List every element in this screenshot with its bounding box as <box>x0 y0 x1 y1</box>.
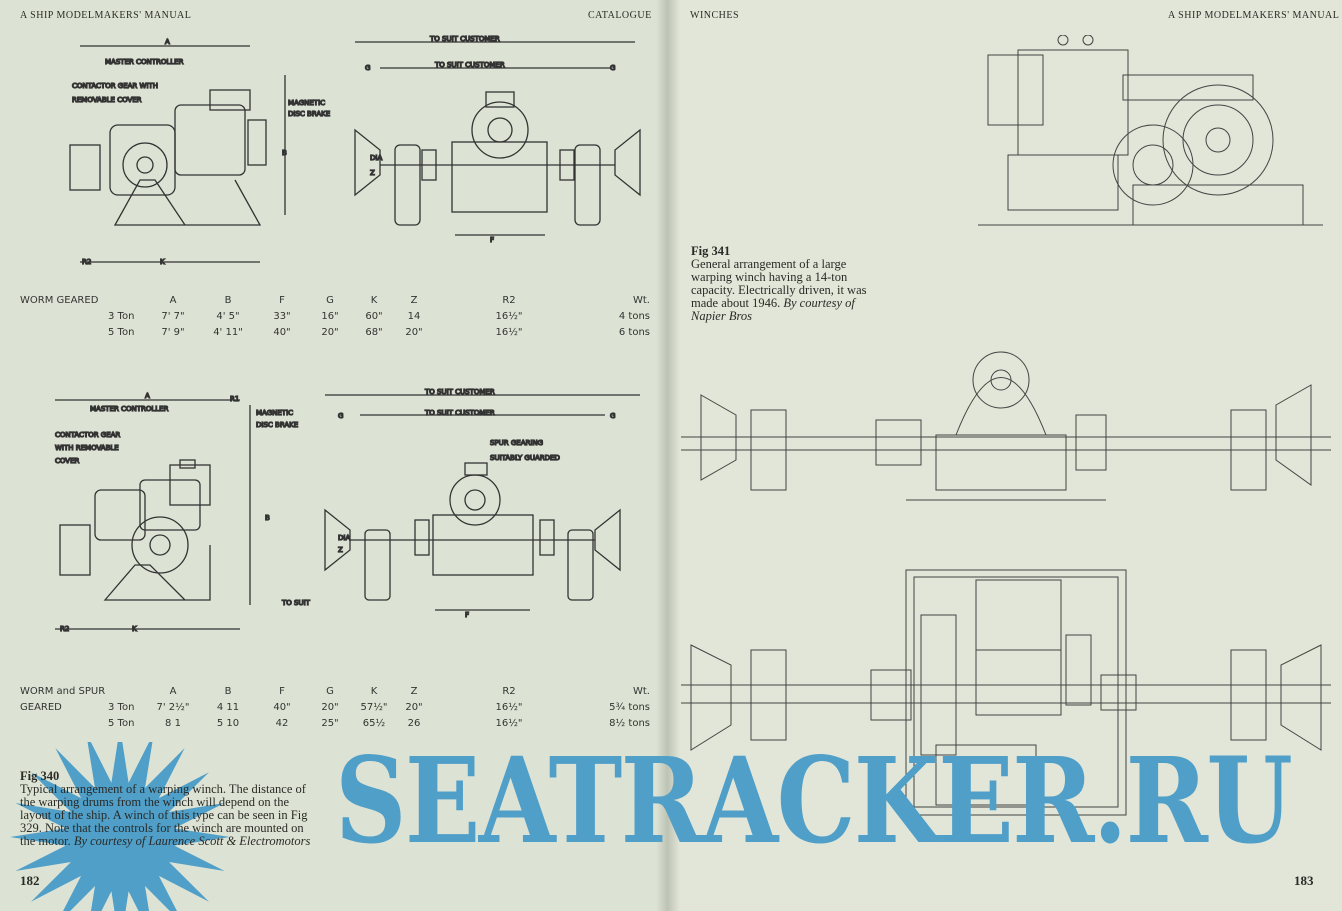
section-header: WINCHES <box>690 10 740 21</box>
svg-text:CONTACTOR GEAR WITH: CONTACTOR GEAR WITH <box>72 82 158 90</box>
page-number: 183 <box>1294 873 1314 888</box>
book-gutter <box>656 0 680 911</box>
caption-credit: By courtesy of Napier Bros <box>691 296 855 323</box>
svg-text:K: K <box>160 258 165 266</box>
svg-text:A: A <box>145 392 150 400</box>
svg-text:F: F <box>490 236 494 244</box>
svg-text:R1: R1 <box>230 395 239 403</box>
svg-text:TO SUIT CUSTOMER: TO SUIT CUSTOMER <box>424 388 495 396</box>
watermark-text: SEATRACKER.RU <box>335 731 1293 870</box>
svg-text:TO SUIT CUSTOMER: TO SUIT CUSTOMER <box>429 35 500 43</box>
winch-drawing-worm-geared: A MASTER CONTROLLER CONTACTOR GEAR WITH … <box>69 34 641 267</box>
svg-text:WITH REMOVABLE: WITH REMOVABLE <box>55 444 119 452</box>
svg-text:K: K <box>132 625 137 633</box>
fig-340-caption: Fig 340 Typical arrangement of a warping… <box>20 770 320 848</box>
svg-text:SPUR GEARING: SPUR GEARING <box>490 439 543 447</box>
running-header: A SHIP MODELMAKERS' MANUAL <box>20 10 192 21</box>
right-page: WINCHES A SHIP MODELMAKERS' MANUAL Fig 3… <box>668 0 1342 911</box>
svg-text:TO SUIT: TO SUIT <box>281 599 311 607</box>
svg-text:R2: R2 <box>82 258 91 266</box>
fig-341-caption: Fig 341 General arrangement of a large w… <box>691 245 876 323</box>
svg-text:MAGNETIC: MAGNETIC <box>256 409 293 417</box>
left-page: A SHIP MODELMAKERS' MANUAL CATALOGUE A M… <box>0 0 668 911</box>
fig-label: Fig 340 <box>20 769 60 783</box>
large-winch-plan-drawing <box>681 569 1331 816</box>
running-header: A SHIP MODELMAKERS' MANUAL <box>1168 10 1340 21</box>
svg-text:B: B <box>282 149 287 157</box>
caption-text: Typical arrangement of a warping winch. … <box>20 782 308 848</box>
svg-text:MAGNETIC: MAGNETIC <box>288 99 325 107</box>
svg-text:B: B <box>265 514 270 522</box>
svg-text:MASTER CONTROLLER: MASTER CONTROLLER <box>105 58 184 66</box>
svg-text:DIA: DIA <box>338 534 350 542</box>
svg-text:G: G <box>365 64 370 72</box>
svg-text:SUITABLY GUARDED: SUITABLY GUARDED <box>490 454 560 462</box>
caption-text: General arrangement of a large warping w… <box>691 257 867 310</box>
svg-text:COVER: COVER <box>55 457 79 465</box>
svg-text:MASTER CONTROLLER: MASTER CONTROLLER <box>90 405 169 413</box>
large-winch-side-drawing <box>681 351 1331 501</box>
svg-text:DISC BRAKE: DISC BRAKE <box>256 421 298 429</box>
svg-text:R2: R2 <box>60 625 69 633</box>
svg-text:CONTACTOR GEAR: CONTACTOR GEAR <box>55 431 120 439</box>
svg-text:G: G <box>610 412 615 420</box>
svg-text:TO SUIT CUSTOMER: TO SUIT CUSTOMER <box>424 409 495 417</box>
svg-text:DIA: DIA <box>370 154 382 162</box>
svg-text:A: A <box>165 38 170 46</box>
svg-text:Z: Z <box>370 169 375 177</box>
svg-text:DISC BRAKE: DISC BRAKE <box>288 110 330 118</box>
svg-text:F: F <box>465 611 469 619</box>
page-number: 182 <box>20 873 40 888</box>
starburst-shape <box>10 742 230 911</box>
svg-text:REMOVABLE COVER: REMOVABLE COVER <box>72 96 142 104</box>
svg-text:G: G <box>338 412 343 420</box>
section-header: CATALOGUE <box>588 10 652 21</box>
svg-text:G: G <box>610 64 615 72</box>
svg-text:TO SUIT CUSTOMER: TO SUIT CUSTOMER <box>434 61 505 69</box>
large-winch-elevation-drawing <box>978 35 1323 226</box>
caption-credit: By courtesy of Laurence Scott & Electrom… <box>73 834 311 848</box>
starburst-watermark-icon <box>10 742 230 911</box>
winch-drawing-worm-and-spur: A R1 MASTER CONTROLLER MAGNETIC DISC BRAKE… <box>54 387 640 634</box>
svg-text:Z: Z <box>338 546 343 554</box>
fig-label: Fig 341 <box>691 244 731 258</box>
